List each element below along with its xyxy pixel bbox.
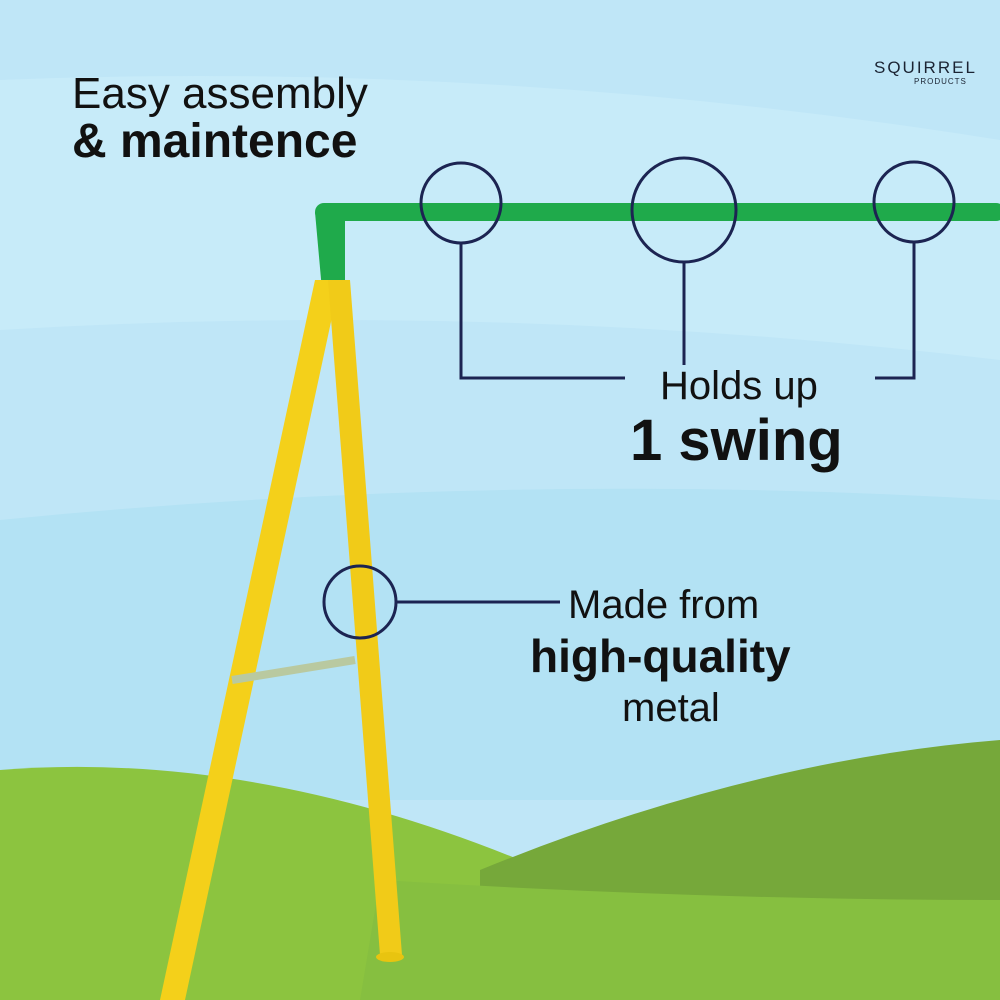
top-bar bbox=[315, 203, 1000, 221]
brand-name: SQUIRREL bbox=[874, 58, 977, 77]
metal-callout-line3: metal bbox=[622, 686, 720, 730]
headline-line2: & maintence bbox=[72, 115, 358, 168]
metal-callout-line1: Made from bbox=[568, 583, 760, 627]
callout-lines bbox=[322, 156, 956, 640]
swing-callout-line2: 1 swing bbox=[630, 408, 843, 473]
front-leg bbox=[160, 280, 340, 1000]
headline-line1: Easy assembly bbox=[72, 69, 368, 118]
back-leg bbox=[328, 280, 402, 955]
brand-logo: SQUIRREL PRODUCTS bbox=[850, 8, 990, 93]
brand-sub: PRODUCTS bbox=[914, 77, 967, 86]
swing-callout-line1: Holds up bbox=[660, 364, 818, 408]
metal-callout-line2: high-quality bbox=[530, 630, 791, 682]
